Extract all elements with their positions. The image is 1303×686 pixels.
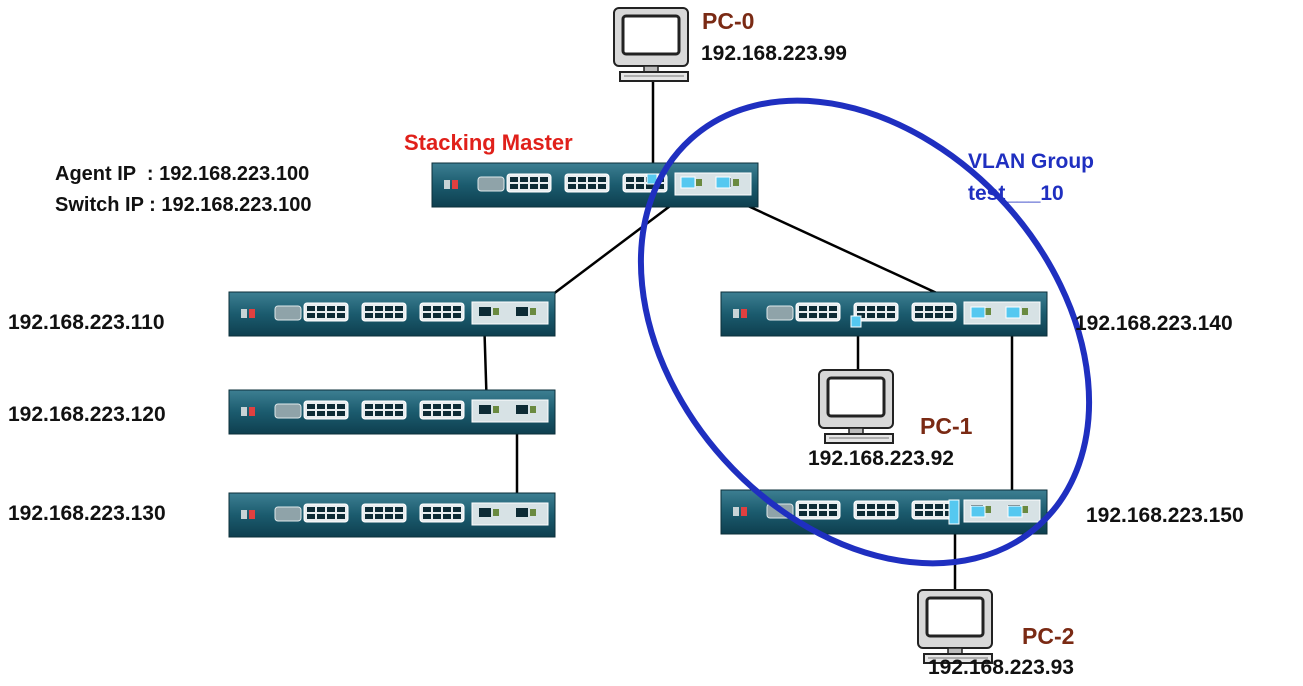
vlan-group-line1: VLAN Group — [968, 150, 1094, 173]
stacking-master-switch — [432, 163, 758, 207]
agent-ip-label: Agent IP : 192.168.223.100 — [55, 163, 309, 185]
switch-150-vlan-port — [948, 499, 960, 525]
switch-140-stack-port-1 — [970, 306, 986, 319]
stacking-master-title: Stacking Master — [404, 130, 573, 155]
switch-140 — [721, 292, 1047, 336]
vlan-group-ellipse — [637, 97, 1093, 567]
switch-140-vlan-port — [850, 315, 862, 328]
pc-2-icon — [916, 588, 994, 665]
switch-ip-label: Switch IP : 192.168.223.100 — [55, 194, 311, 216]
pc-2-ip: 192.168.223.93 — [928, 656, 1074, 679]
switch-120 — [229, 390, 555, 434]
switch-150 — [721, 490, 1047, 534]
switch-140-stack-port-2 — [1005, 306, 1021, 319]
master-stack-port-2 — [715, 176, 731, 189]
switch-130-ip: 192.168.223.130 — [8, 502, 166, 525]
pc-1-icon — [817, 368, 895, 445]
pc-0-ip: 192.168.223.99 — [701, 42, 847, 65]
pc-0-name: PC-0 — [702, 8, 754, 34]
pc-0-icon — [612, 6, 690, 83]
pc-2-name: PC-2 — [1022, 623, 1074, 649]
pc-1-ip: 192.168.223.92 — [808, 447, 954, 470]
switch-150-stack-port-1 — [970, 505, 986, 518]
switch-150-ip: 192.168.223.150 — [1086, 504, 1244, 527]
master-stack-port-1 — [680, 176, 696, 189]
switch-110-ip: 192.168.223.110 — [8, 311, 165, 334]
switch-130 — [229, 493, 555, 537]
switch-150-stack-port-2 — [1007, 505, 1023, 518]
vlan-group-line2: test___10 — [968, 182, 1064, 205]
switch-110 — [229, 292, 555, 336]
pc-1-name: PC-1 — [920, 413, 973, 439]
switch-120-ip: 192.168.223.120 — [8, 403, 166, 426]
switch-140-ip: 192.168.223.140 — [1075, 312, 1233, 335]
